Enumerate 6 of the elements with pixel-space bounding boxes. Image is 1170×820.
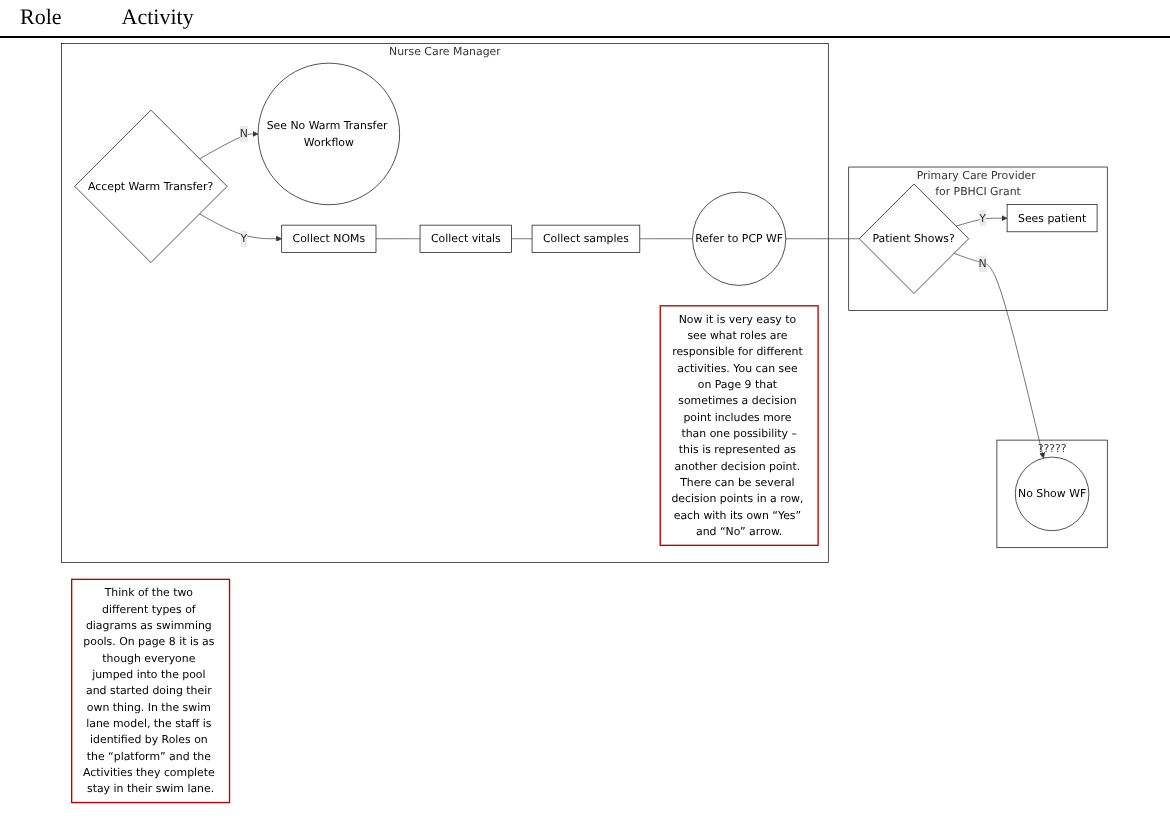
- column-header: Role: [20, 6, 62, 30]
- connector: [786, 238, 860, 240]
- column-header: Activity: [121, 6, 194, 30]
- connector: [640, 238, 694, 240]
- connector: [511, 238, 533, 240]
- connector: [376, 238, 421, 240]
